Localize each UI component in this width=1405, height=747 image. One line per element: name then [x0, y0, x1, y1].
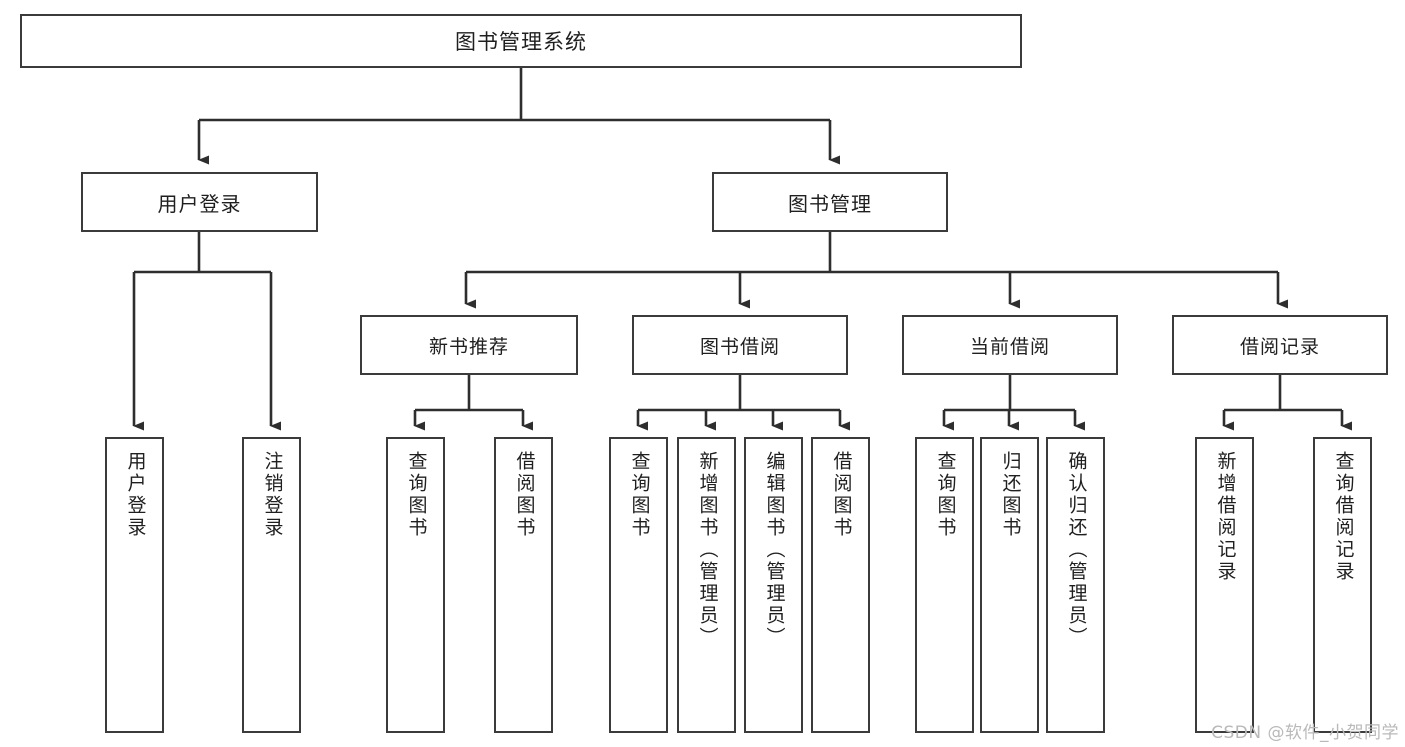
leaf-user-login[interactable]: 用户登录 — [105, 437, 164, 733]
node-label: 图书管理系统 — [455, 30, 587, 54]
node-label: 借阅图书 — [513, 451, 536, 539]
node-label: 查询借阅记录 — [1332, 451, 1355, 583]
node-new-book-recommend[interactable]: 新书推荐 — [360, 315, 578, 375]
node-label: 用户登录 — [157, 191, 242, 216]
leaf-current-return-book[interactable]: 归还图书 — [980, 437, 1039, 733]
leaf-borrow-add-book-admin[interactable]: 新增图书（管理员） — [677, 437, 736, 733]
leaf-current-confirm-return-admin[interactable]: 确认归还（管理员） — [1046, 437, 1105, 733]
leaf-new-book-borrow-book[interactable]: 借阅图书 — [494, 437, 553, 733]
watermark-text: CSDN @软件_小贺同学 — [1211, 723, 1399, 743]
node-root-book-management-system[interactable]: 图书管理系统 — [20, 14, 1022, 68]
leaf-new-book-query-book[interactable]: 查询图书 — [386, 437, 445, 733]
leaf-borrow-borrow-book[interactable]: 借阅图书 — [811, 437, 870, 733]
node-current-borrow[interactable]: 当前借阅 — [902, 315, 1118, 375]
node-label: 查询图书 — [934, 451, 957, 539]
node-book-management[interactable]: 图书管理 — [712, 172, 948, 232]
node-label: 编辑图书（管理员） — [763, 451, 786, 649]
node-label: 归还图书 — [999, 451, 1022, 539]
node-label: 图书借阅 — [699, 335, 780, 358]
node-label: 借阅记录 — [1239, 335, 1320, 358]
node-label: 查询图书 — [405, 451, 428, 539]
leaf-borrow-query-book[interactable]: 查询图书 — [609, 437, 668, 733]
node-label: 用户登录 — [124, 451, 147, 539]
node-label: 注销登录 — [261, 451, 284, 539]
node-book-borrow[interactable]: 图书借阅 — [632, 315, 848, 375]
leaf-record-add-borrow-record[interactable]: 新增借阅记录 — [1195, 437, 1254, 733]
leaf-record-query-borrow-record[interactable]: 查询借阅记录 — [1313, 437, 1372, 733]
node-borrow-record[interactable]: 借阅记录 — [1172, 315, 1388, 375]
leaf-current-query-book[interactable]: 查询图书 — [915, 437, 974, 733]
node-label: 新书推荐 — [428, 335, 509, 358]
node-label: 新增图书（管理员） — [696, 451, 719, 649]
node-user-login[interactable]: 用户登录 — [81, 172, 318, 232]
node-label: 确认归还（管理员） — [1065, 451, 1088, 649]
node-label: 查询图书 — [628, 451, 651, 539]
node-label: 当前借阅 — [969, 335, 1050, 358]
node-label: 借阅图书 — [830, 451, 853, 539]
node-label: 新增借阅记录 — [1214, 451, 1237, 583]
node-label: 图书管理 — [788, 191, 872, 216]
leaf-logout-login[interactable]: 注销登录 — [242, 437, 301, 733]
leaf-borrow-edit-book-admin[interactable]: 编辑图书（管理员） — [744, 437, 803, 733]
